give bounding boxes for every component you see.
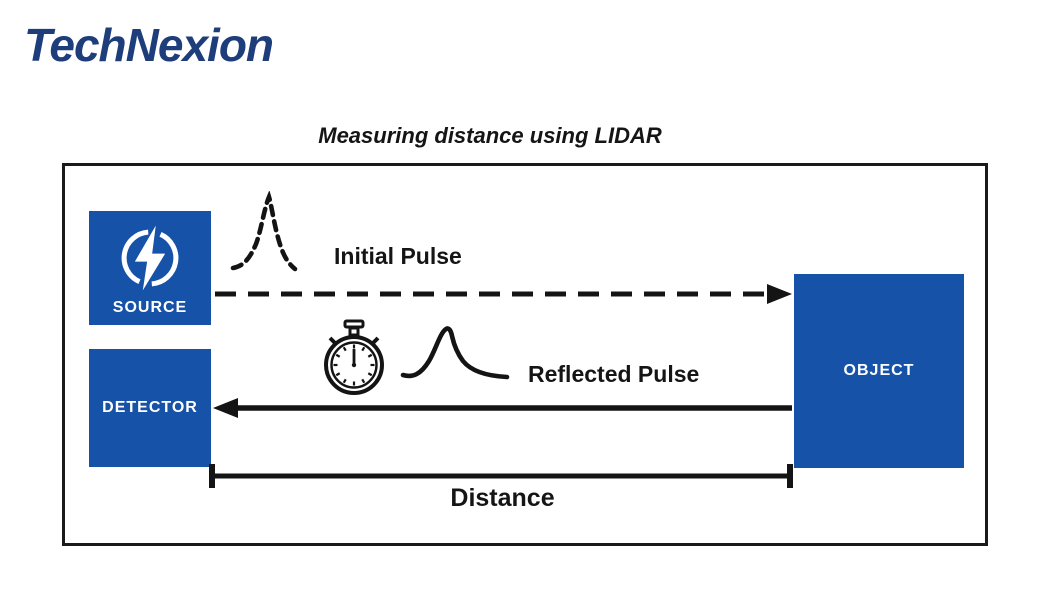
initial-pulse-arrow	[213, 282, 792, 306]
detector-box: DETECTOR	[89, 349, 211, 467]
object-box: OBJECT	[794, 274, 964, 468]
detector-label: DETECTOR	[102, 399, 198, 416]
diagram-title: Measuring distance using LIDAR	[318, 123, 662, 148]
source-box: SOURCE	[89, 211, 211, 325]
initial-pulse-waveform-icon	[229, 191, 299, 275]
diagram-frame: SOURCE DETECTOR OBJECT Initial Pulse	[62, 163, 988, 546]
distance-measure-line	[208, 463, 794, 489]
stopwatch-icon	[321, 319, 387, 397]
reflected-pulse-arrow	[213, 396, 792, 420]
reflected-pulse-waveform-icon	[399, 325, 511, 387]
reflected-pulse-label: Reflected Pulse	[528, 361, 700, 387]
distance-label: Distance	[450, 484, 555, 512]
technexion-logo: TechNexion	[24, 19, 274, 71]
object-label: OBJECT	[843, 362, 915, 379]
lightning-bolt-icon	[114, 211, 186, 299]
initial-pulse-label: Initial Pulse	[334, 243, 462, 269]
source-label: SOURCE	[112, 299, 188, 316]
